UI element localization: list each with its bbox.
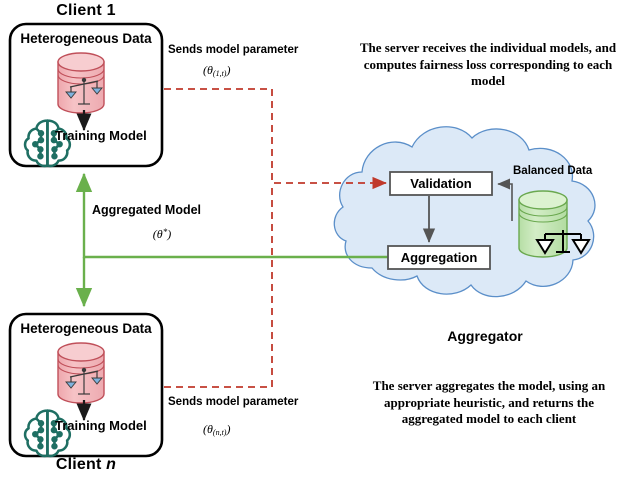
aggregated-theta: θ xyxy=(156,227,163,242)
client-1-title-prefix: Client xyxy=(56,2,107,19)
client-1-title-index: 1 xyxy=(106,2,116,19)
balanced-data-label: Balanced Data xyxy=(513,165,593,177)
client-1-data-cylinder-icon xyxy=(57,52,105,114)
aggregator-label: Aggregator xyxy=(447,328,523,344)
validation-node-label[interactable]: Validation xyxy=(410,176,472,191)
client-n-brain-icon xyxy=(23,409,72,458)
client-1-theta-subscript: (1,t) xyxy=(212,69,227,78)
client-n-send-label: Sends model parameter xyxy=(168,396,299,408)
client-1-theta: θ xyxy=(207,63,213,77)
server-caption-bottom: The server aggregates the model, using a… xyxy=(372,378,606,427)
aggregation-node-box[interactable] xyxy=(387,245,491,270)
server-caption-top: The server receives the individual model… xyxy=(359,40,617,89)
client-n-title-index: n xyxy=(106,456,117,473)
client-1-data-label: Heterogeneous Data xyxy=(20,31,152,46)
client-1-send-symbol: (θ(1,t)) xyxy=(203,63,231,78)
client-1-upload-path xyxy=(164,88,387,190)
client-n-data-cylinder-icon xyxy=(57,342,105,404)
client-1-brain-icon xyxy=(23,119,72,168)
aggregated-theta-star: * xyxy=(162,227,168,237)
balanced-data-to-validation-arrow xyxy=(497,178,513,221)
client-n-send-symbol: (θ(n,t)) xyxy=(203,422,231,437)
client-1-send-label: Sends model parameter xyxy=(168,44,299,56)
client-n-title: Client n xyxy=(10,456,162,474)
validation-node-box[interactable] xyxy=(389,171,493,196)
aggregated-model-symbol: (θ*) xyxy=(152,227,172,242)
client-n-title-prefix: Client xyxy=(55,456,107,473)
client-n-upload-path xyxy=(164,183,273,388)
balanced-data-cylinder-icon xyxy=(518,190,591,258)
client-n-theta-subscript: (n,t) xyxy=(212,428,227,437)
client-n-model-label: Training Model xyxy=(55,418,147,433)
client-n-theta: θ xyxy=(207,422,213,436)
client-1-title: Client 1 xyxy=(10,2,162,20)
aggregated-model-label: Aggregated Model xyxy=(92,203,202,217)
client-1-model-label: Training Model xyxy=(55,128,147,143)
client-n-data-label: Heterogeneous Data xyxy=(20,321,152,336)
aggregation-node-label[interactable]: Aggregation xyxy=(400,250,478,265)
